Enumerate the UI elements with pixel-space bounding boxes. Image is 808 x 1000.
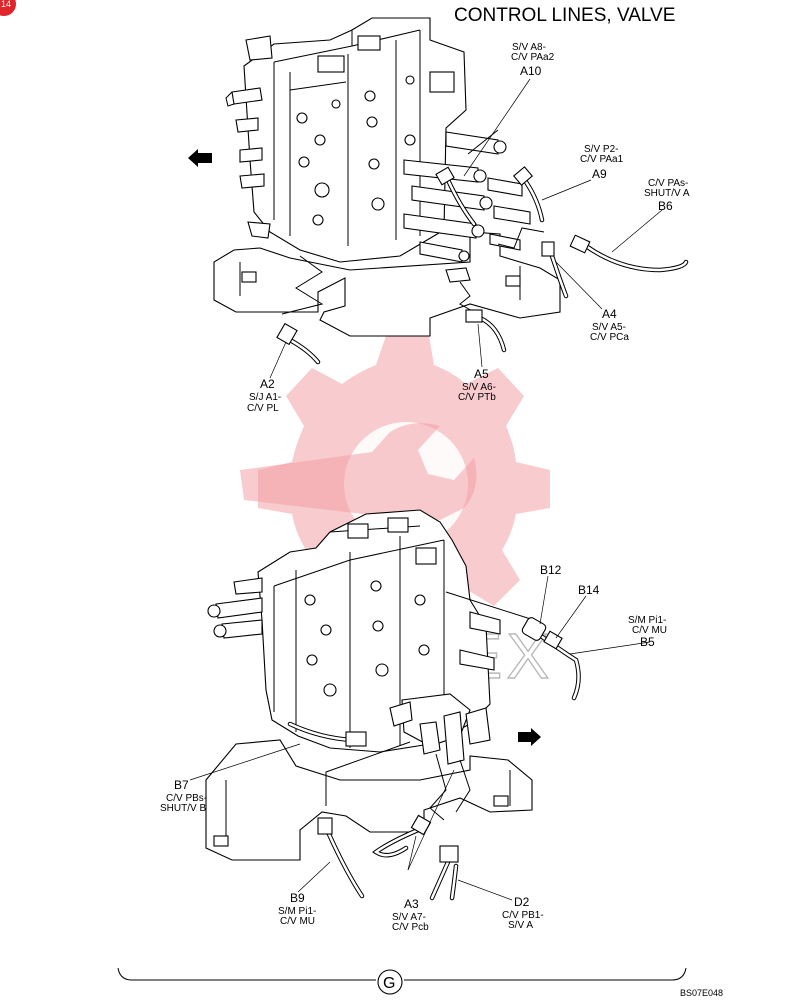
svg-text:C/V PB1-: C/V PB1- xyxy=(502,910,544,921)
svg-text:SHUT/V B: SHUT/V B xyxy=(160,803,206,814)
callout-label-a4: A4 xyxy=(602,307,617,321)
upper-hose-lines xyxy=(276,166,689,365)
callout-a10: S/V A8- C/V PAa2 A10 xyxy=(511,42,555,78)
front-arrow-left-icon xyxy=(188,149,212,167)
svg-text:C/V MU: C/V MU xyxy=(632,625,667,636)
watermark-wrench-icon xyxy=(240,423,477,520)
svg-text:C/V PCa: C/V PCa xyxy=(590,332,629,343)
callout-label-b7: B7 xyxy=(174,778,189,792)
callout-b7: B7 C/V PBs- SHUT/V B xyxy=(160,778,207,814)
lower-leader-lines xyxy=(189,575,651,901)
svg-text:C/V PAa1: C/V PAa1 xyxy=(580,154,624,165)
callout-label-a3: A3 xyxy=(404,897,419,911)
callout-label-d2: D2 xyxy=(514,895,530,909)
section-letter: G xyxy=(383,975,395,992)
callout-label-b6: B6 xyxy=(658,199,673,213)
callout-label-a9: A9 xyxy=(592,167,607,181)
svg-text:S/V A6-: S/V A6- xyxy=(462,382,496,393)
page-corner-number: 14 xyxy=(1,0,11,9)
page-corner-marker: 14 xyxy=(0,0,16,16)
svg-text:S/V A: S/V A xyxy=(508,920,533,931)
svg-text:S/J A1-: S/J A1- xyxy=(249,392,281,403)
callout-label-a10: A10 xyxy=(520,64,542,78)
diagram-title: CONTROL LINES, VALVE xyxy=(454,5,675,26)
callout-label-b5: B5 xyxy=(640,635,655,649)
lower-control-valve xyxy=(205,509,541,861)
svg-text:C/V PBs-: C/V PBs- xyxy=(166,793,207,804)
valve-bolt-holes xyxy=(296,75,416,226)
callout-b12: B12 xyxy=(540,563,562,577)
svg-text:C/V PL: C/V PL xyxy=(247,403,279,414)
callout-label-b14: B14 xyxy=(578,583,600,597)
upper-leader-lines xyxy=(269,78,663,379)
svg-text:S/V A7-: S/V A7- xyxy=(392,912,426,923)
svg-text:C/V PAa2: C/V PAa2 xyxy=(511,52,555,63)
section-bracket: G xyxy=(117,967,687,995)
callout-label-a5: A5 xyxy=(474,367,489,381)
front-arrow-right-icon xyxy=(518,728,541,746)
svg-text:C/V Pcb: C/V Pcb xyxy=(392,922,429,933)
callout-label-b9: B9 xyxy=(290,891,305,905)
callout-d2: D2 C/V PB1- S/V A xyxy=(502,895,544,931)
svg-text:S/M Pi1-: S/M Pi1- xyxy=(278,906,316,917)
svg-text:S/M Pi1-: S/M Pi1- xyxy=(628,615,666,626)
callout-a3: A3 S/V A7- C/V Pcb xyxy=(392,897,429,933)
callout-b14: B14 xyxy=(578,583,600,597)
callout-a4: A4 S/V A5- C/V PCa xyxy=(590,307,629,343)
svg-text:S/V P2-: S/V P2- xyxy=(584,144,618,155)
callout-label-b12: B12 xyxy=(540,563,562,577)
svg-text:SHUT/V A: SHUT/V A xyxy=(644,188,690,199)
callout-b5: S/M Pi1- C/V MU B5 xyxy=(628,615,667,649)
callout-b6: C/V PAs- SHUT/V A B6 xyxy=(644,178,690,213)
lower-hose-lines xyxy=(287,617,581,901)
svg-text:S/V A8-: S/V A8- xyxy=(512,42,546,53)
svg-text:C/V PTb: C/V PTb xyxy=(458,392,496,403)
svg-text:C/V MU: C/V MU xyxy=(280,916,315,927)
callout-a9: S/V P2- C/V PAa1 A9 xyxy=(580,144,624,181)
section-circle xyxy=(377,969,403,995)
svg-text:C/V PAs-: C/V PAs- xyxy=(648,178,688,189)
lower-valve-bolt-holes xyxy=(304,580,430,697)
callout-b9: B9 S/M Pi1- C/V MU xyxy=(278,891,316,927)
callout-label-a2: A2 xyxy=(260,377,275,391)
callout-a2: A2 S/J A1- C/V PL xyxy=(247,377,281,414)
callout-a5: A5 S/V A6- C/V PTb xyxy=(458,367,496,403)
upper-control-valve xyxy=(213,17,561,337)
figure-code: BS07E048 xyxy=(680,988,723,998)
svg-text:S/V A5-: S/V A5- xyxy=(592,322,626,333)
